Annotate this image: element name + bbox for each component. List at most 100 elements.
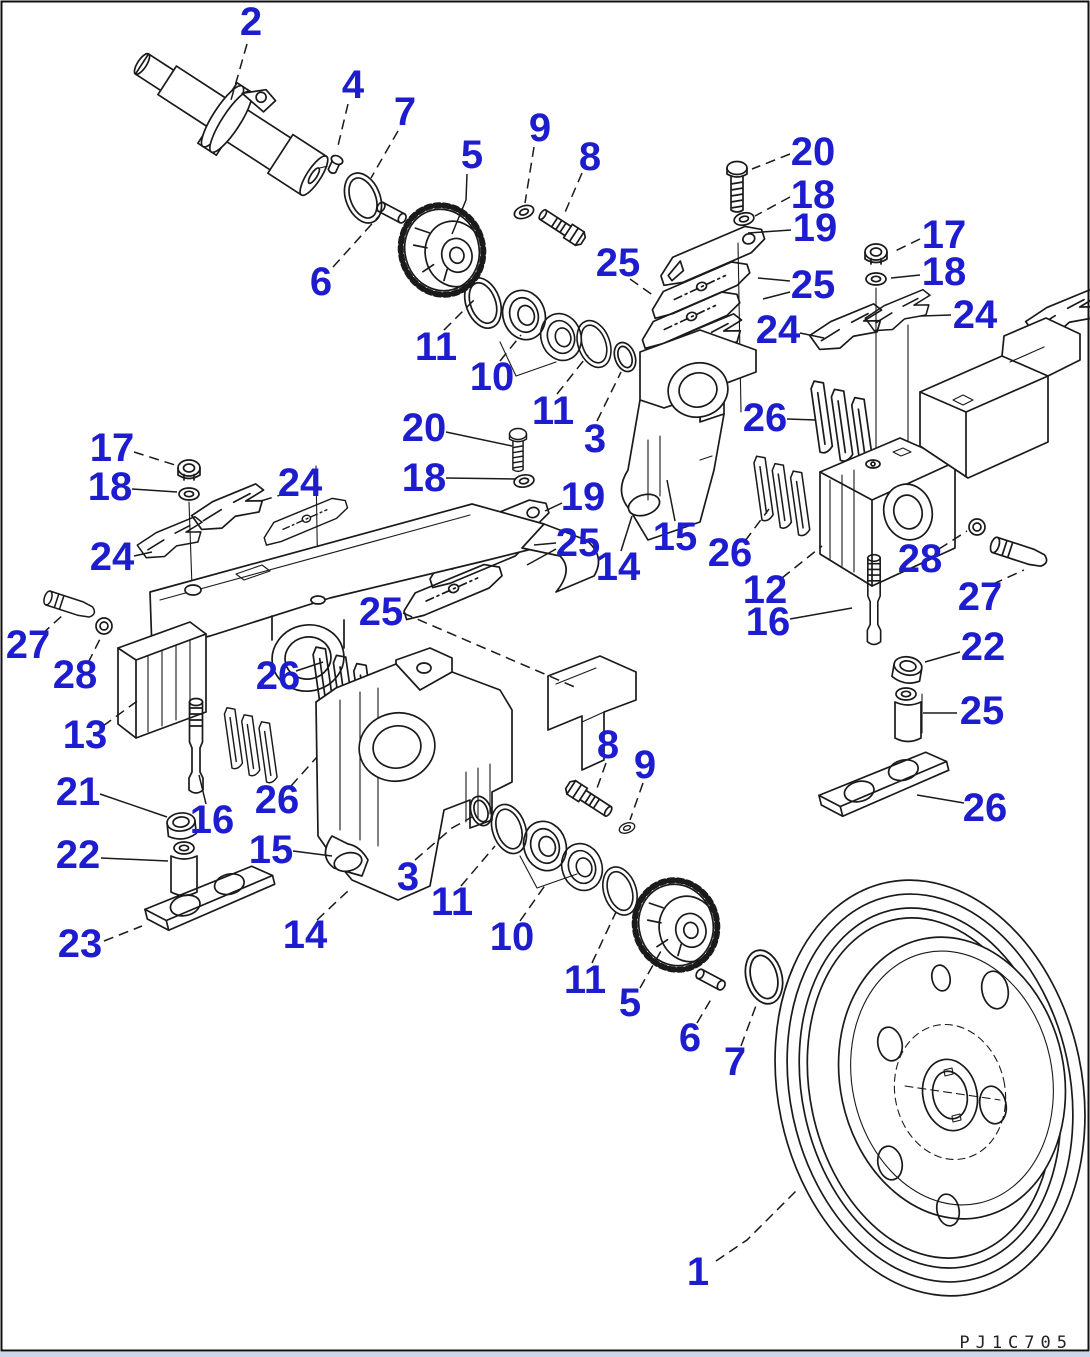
leader-line [499, 334, 522, 362]
nut-17 [177, 459, 201, 481]
leader-line [754, 196, 791, 217]
bolt-8 [535, 205, 589, 249]
callout-28[interactable]: 28 [898, 537, 943, 581]
callout-22[interactable]: 22 [56, 833, 101, 877]
leader-line [198, 774, 207, 805]
callout-10[interactable]: 10 [490, 915, 535, 959]
plate-26 [814, 747, 955, 822]
callout-25[interactable]: 25 [556, 521, 601, 565]
callout-24[interactable]: 24 [90, 535, 135, 579]
plug-4 [327, 154, 344, 174]
washer-28-hole [972, 522, 982, 532]
callout-21[interactable]: 21 [56, 770, 101, 814]
callout-22[interactable]: 22 [961, 625, 1006, 669]
adjuster-housing-12 [819, 437, 956, 587]
callout-20[interactable]: 20 [791, 130, 836, 174]
leader-line [786, 418, 817, 421]
callout-27[interactable]: 27 [6, 623, 51, 667]
callout-5[interactable]: 5 [461, 133, 483, 177]
leader-line [524, 146, 535, 204]
callout-17[interactable]: 17 [90, 426, 135, 470]
callout-10[interactable]: 10 [470, 355, 515, 399]
callout-18[interactable]: 18 [88, 465, 133, 509]
callout-11[interactable]: 11 [415, 325, 457, 369]
callout-26[interactable]: 26 [743, 396, 788, 440]
callout-8[interactable]: 8 [597, 723, 619, 767]
leader-line [562, 172, 583, 218]
support-bracket-upper-right [620, 329, 757, 541]
wear-plate-19 [653, 220, 771, 290]
callout-14[interactable]: 14 [596, 545, 641, 589]
callout-9[interactable]: 9 [529, 106, 551, 150]
seal-ring-10 [554, 837, 610, 897]
leader-line [443, 296, 478, 331]
callout-26[interactable]: 26 [963, 786, 1008, 830]
callout-6[interactable]: 6 [679, 1016, 701, 1060]
callout-12[interactable]: 12 [743, 568, 788, 612]
idler-wheel [774, 879, 1086, 1297]
callout-11[interactable]: 11 [431, 880, 473, 924]
gear-hub-5 [625, 871, 727, 979]
callout-19[interactable]: 19 [561, 475, 606, 519]
callout-16[interactable]: 16 [746, 600, 791, 644]
leader-line [526, 548, 557, 566]
callout-4[interactable]: 4 [342, 63, 365, 107]
leader-line [100, 857, 169, 862]
callout-20[interactable]: 20 [402, 406, 447, 450]
callout-18[interactable]: 18 [922, 250, 967, 294]
callout-8[interactable]: 8 [579, 135, 601, 179]
callout-7[interactable]: 7 [394, 90, 416, 134]
bolt-8 [562, 777, 616, 821]
callout-5[interactable]: 5 [619, 981, 641, 1025]
washer-28-hole [99, 621, 109, 631]
callout-24[interactable]: 24 [756, 308, 801, 352]
callout-24[interactable]: 24 [953, 293, 998, 337]
callout-23[interactable]: 23 [58, 922, 103, 966]
washer-9 [511, 202, 537, 222]
callout-25[interactable]: 25 [791, 263, 836, 307]
callout-6[interactable]: 6 [310, 260, 332, 304]
seal-housing-sketch [519, 855, 578, 889]
callout-15[interactable]: 15 [653, 515, 698, 559]
callout-25[interactable]: 25 [359, 590, 404, 634]
leader-line [595, 762, 607, 792]
callout-26[interactable]: 26 [255, 778, 300, 822]
callout-9[interactable]: 9 [634, 743, 656, 787]
callout-19[interactable]: 19 [793, 206, 838, 250]
leader-line [890, 274, 921, 279]
callout-14[interactable]: 14 [283, 913, 328, 957]
callout-24[interactable]: 24 [278, 461, 323, 505]
leader-line [292, 850, 333, 857]
leader-line [102, 698, 141, 727]
callout-3[interactable]: 3 [397, 855, 419, 899]
callout-11[interactable]: 11 [532, 389, 574, 433]
callout-25[interactable]: 25 [596, 241, 641, 285]
leader-line [715, 1189, 798, 1262]
bushing-22 [890, 653, 925, 687]
callout-2[interactable]: 2 [240, 0, 262, 44]
callout-7[interactable]: 7 [724, 1040, 746, 1084]
callout-11[interactable]: 11 [564, 958, 606, 1002]
leader-line [414, 816, 473, 861]
callout-16[interactable]: 16 [190, 798, 235, 842]
callout-15[interactable]: 15 [249, 828, 294, 872]
leader-line [260, 492, 288, 502]
leader-line [596, 371, 622, 422]
callout-13[interactable]: 13 [63, 713, 108, 757]
wear-plate-24 [187, 481, 272, 536]
line-art [41, 52, 1090, 1297]
leader-line [781, 545, 823, 579]
callout-26[interactable]: 26 [708, 531, 753, 575]
callout-18[interactable]: 18 [791, 173, 836, 217]
callout-3[interactable]: 3 [584, 417, 606, 461]
callout-26[interactable]: 26 [256, 654, 301, 698]
callout-28[interactable]: 28 [53, 653, 98, 697]
callout-27[interactable]: 27 [958, 575, 1003, 619]
callout-18[interactable]: 18 [402, 456, 447, 500]
leader-line [591, 911, 617, 964]
callout-1[interactable]: 1 [687, 1250, 709, 1294]
leader-line [445, 431, 513, 447]
callout-25[interactable]: 25 [960, 689, 1005, 733]
callout-17[interactable]: 17 [922, 213, 967, 257]
